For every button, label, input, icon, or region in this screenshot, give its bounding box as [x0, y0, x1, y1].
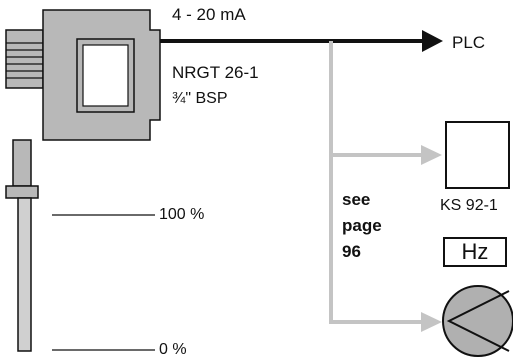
- thread-size-label: ¾" BSP: [172, 90, 228, 107]
- level-low-label: 0 %: [159, 341, 187, 358]
- see-page-line3: 96: [342, 242, 361, 261]
- display-arrowhead: [421, 145, 442, 165]
- see-page-line2: page: [342, 216, 382, 235]
- frequency-unit-box: Hz: [443, 237, 507, 267]
- display-unit-box: [445, 121, 510, 189]
- pump-arrowhead: [421, 312, 442, 332]
- hex-nut: [5, 185, 39, 199]
- see-page-line1: see: [342, 190, 371, 209]
- plc-label: PLC: [452, 33, 486, 52]
- display-unit-label: KS 92-1: [440, 197, 498, 214]
- housing-window: [82, 44, 129, 107]
- housing-neck: [12, 139, 32, 187]
- probe-rod: [17, 197, 32, 352]
- housing-flange: [5, 29, 44, 89]
- signal-label: 4 - 20 mA: [172, 5, 246, 24]
- level-high-label: 100 %: [159, 206, 205, 223]
- housing-fins: [6, 42, 43, 79]
- frequency-unit-label: Hz: [461, 239, 489, 264]
- pump-icon: [442, 285, 513, 357]
- plc-arrowhead: [422, 30, 443, 52]
- device-model-label: NRGT 26-1: [172, 63, 259, 82]
